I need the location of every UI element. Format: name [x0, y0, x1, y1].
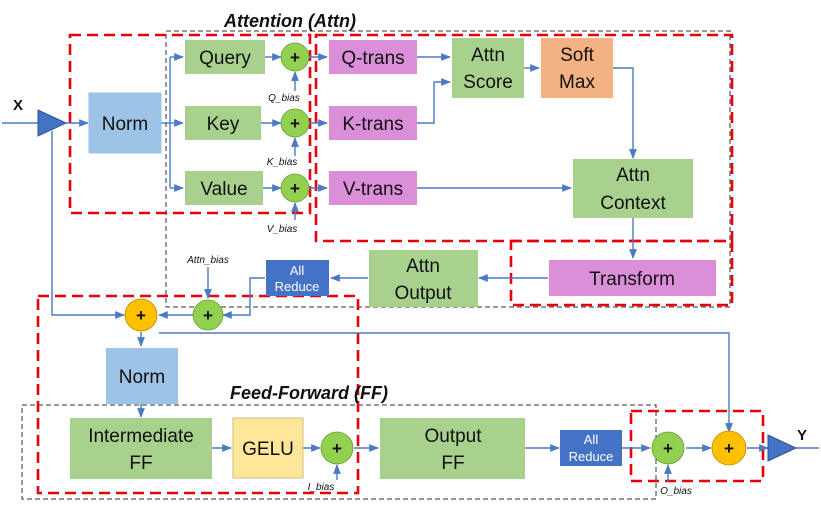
transform-label: Transform — [589, 269, 675, 290]
norm-ff-block: Norm — [106, 348, 178, 404]
value-label: Value — [200, 179, 247, 200]
norm-label: Norm — [102, 114, 148, 135]
all-reduce-ff-label-1: All — [584, 432, 599, 447]
attention-core-red-region — [314, 33, 734, 243]
all-reduce-attn-label-1: All — [290, 263, 305, 278]
output-ff-block: Output FF — [380, 418, 525, 479]
feed-forward-title: Feed-Forward (FF) — [230, 383, 388, 403]
adder-i-plus: + — [332, 439, 342, 458]
wire-ktrans-to-score — [417, 78, 451, 124]
attn-bias-label: Attn_bias — [186, 255, 229, 266]
k-bias-label: K_bias — [267, 157, 298, 168]
k-trans-block: K-trans — [329, 106, 417, 140]
attn-context-label-1: Attn — [616, 165, 650, 186]
output-ff-label-1: Output — [424, 426, 482, 447]
attention-transform-red-region — [509, 239, 734, 307]
attn-score-label-1: Attn — [471, 45, 505, 66]
attention-title: Attention (Attn) — [223, 11, 356, 31]
adder-residual-final: + — [711, 430, 747, 466]
adder-residual-final-plus: + — [724, 439, 734, 458]
v-bias-label: V_bias — [267, 224, 298, 235]
query-label: Query — [199, 48, 251, 69]
intermediate-ff-label-2: FF — [129, 453, 152, 474]
adder-v-bias: + — [280, 173, 310, 203]
key-label: Key — [207, 114, 240, 135]
output-label: Y — [797, 427, 807, 444]
adder-q-bias: + — [280, 42, 310, 72]
k-trans-label: K-trans — [342, 114, 403, 135]
output-buffer-icon — [767, 434, 798, 462]
adder-v-plus: + — [290, 179, 300, 198]
intermediate-ff-label-1: Intermediate — [88, 426, 194, 447]
key-block: Key — [185, 106, 261, 140]
attn-output-block: Attn Output — [369, 250, 478, 307]
o-bias-label: O_bias — [660, 486, 692, 497]
wire-allreduce-to-adder — [222, 277, 265, 319]
all-reduce-attn-label-2: Reduce — [275, 279, 320, 294]
input-label: X — [13, 97, 23, 114]
adder-attn-bias: + — [192, 299, 224, 331]
feed-forward-red-region — [36, 294, 360, 495]
attn-output-label-2: Output — [394, 283, 452, 304]
norm-block: Norm — [88, 92, 162, 154]
residual-wire-input — [51, 131, 125, 319]
all-reduce-ff-label-2: Reduce — [569, 449, 614, 464]
adder-i-bias: + — [320, 431, 354, 465]
attention-qkv-red-region — [68, 33, 312, 215]
value-block: Value — [185, 171, 263, 205]
intermediate-ff-block: Intermediate FF — [70, 418, 212, 479]
adder-k-bias: + — [280, 108, 310, 138]
input-buffer-icon — [37, 109, 68, 137]
adder-k-plus: + — [290, 114, 300, 133]
q-trans-block: Q-trans — [329, 40, 417, 74]
transform-block: Transform — [549, 260, 716, 296]
v-trans-label: V-trans — [343, 179, 403, 200]
q-bias-label: Q_bias — [268, 93, 300, 104]
softmax-label-1: Soft — [560, 45, 595, 66]
attn-context-block: Attn Context — [573, 159, 693, 218]
query-block: Query — [185, 40, 265, 74]
attn-score-label-2: Score — [463, 72, 513, 93]
attn-context-label-2: Context — [600, 193, 666, 214]
all-reduce-ff-block: All Reduce — [560, 430, 622, 466]
adder-residual-attention-plus: + — [136, 306, 146, 325]
adder-o-plus: + — [663, 439, 673, 458]
adder-attn-plus: + — [203, 306, 213, 325]
output-ff-label-2: FF — [441, 453, 464, 474]
wire-softmax-to-context — [613, 67, 637, 159]
norm-ff-label: Norm — [119, 367, 165, 388]
all-reduce-attn-block: All Reduce — [266, 260, 329, 296]
q-trans-label: Q-trans — [341, 48, 404, 69]
gelu-block: GELU — [232, 417, 304, 479]
adder-o-bias: + — [651, 431, 685, 465]
attn-score-block: Attn Score — [452, 38, 524, 98]
i-bias-label: I_bias — [308, 482, 335, 493]
v-trans-block: V-trans — [329, 171, 417, 205]
adder-q-plus: + — [290, 48, 300, 67]
residual-wire-attention — [159, 332, 733, 433]
softmax-block: Soft Max — [541, 38, 613, 98]
adder-residual-attention: + — [124, 298, 158, 332]
attn-output-label-1: Attn — [406, 256, 440, 277]
softmax-label-2: Max — [559, 72, 595, 93]
gelu-label: GELU — [242, 439, 294, 460]
